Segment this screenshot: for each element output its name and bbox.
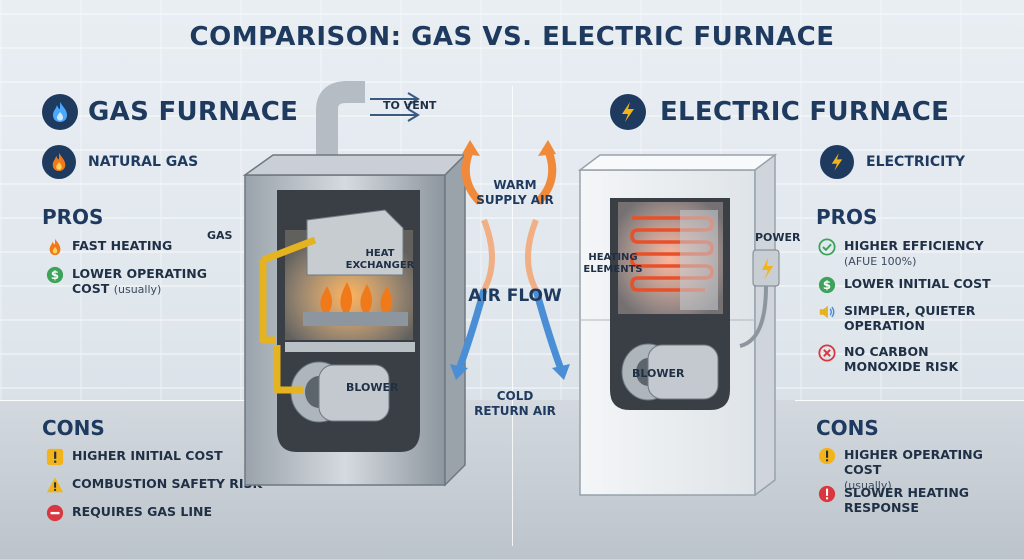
electric-con-text: SLOWER HEATING RESPONSE [844, 485, 970, 515]
gas-con-text: COMBUSTION SAFETY RISK [72, 476, 263, 491]
natural-gas-flame-icon [42, 145, 76, 179]
gas-con-text: HIGHER INITIAL COST [72, 448, 223, 463]
gas-furnace-illustration [242, 81, 467, 487]
electricity-bolt-icon [820, 145, 854, 179]
gas-con-item: HIGHER INITIAL COST [46, 448, 223, 466]
gas-heading: GAS FURNACE [88, 97, 299, 127]
electric-cons-heading: CONS [816, 416, 879, 440]
gas-fuel-label: NATURAL GAS [88, 154, 199, 170]
electric-con-item: SLOWER HEATING RESPONSE [818, 485, 994, 515]
electric-pro-item: HIGHER EFFICIENCY(AFUE 100%) [818, 238, 1014, 269]
electric-heading-row: ELECTRIC FURNACE [610, 94, 949, 130]
exclamation-icon [818, 485, 836, 503]
gas-pro-item: FAST HEATING [46, 238, 172, 256]
warm-air-label: WARM SUPPLY AIR [476, 178, 554, 207]
check-icon [818, 238, 836, 256]
burner-flames [320, 282, 393, 312]
x-icon [818, 344, 836, 362]
electric-con-item: HIGHER OPERATING COST(usually) [818, 447, 1024, 493]
electric-pro-text: NO CARBON MONOXIDE RISK [844, 344, 959, 374]
gas-pro-text: FAST HEATING [72, 238, 173, 253]
electric-pro-text: HIGHER EFFICIENCY(AFUE 100%) [844, 238, 984, 268]
page-title: COMPARISON: GAS VS. ELECTRIC FURNACE [189, 22, 835, 52]
gas-cons-divider [0, 400, 250, 401]
air-flow-arrows [450, 140, 570, 380]
cold-air-label: COLD RETURN AIR [474, 389, 556, 418]
svg-text:$: $ [823, 278, 831, 292]
electric-pro-item: $ LOWER INITIAL COST [818, 276, 991, 294]
electric-pro-item: NO CARBON MONOXIDE RISK [818, 344, 994, 374]
exclamation-icon [46, 448, 64, 466]
gas-con-item: REQUIRES GAS LINE [46, 504, 212, 522]
dollar-icon: $ [818, 276, 836, 294]
electric-pros-heading: PROS [816, 205, 878, 229]
electric-furnace-illustration [577, 153, 780, 497]
vent-label: TO VENT [383, 99, 437, 112]
center-divider [512, 86, 513, 546]
heat-exchanger-label: HEAT EXCHANGER [345, 248, 415, 271]
heating-elements-label: HEATING ELEMENTS [583, 252, 643, 275]
gas-heading-row: GAS FURNACE [42, 94, 298, 130]
gas-flame-icon [42, 94, 78, 130]
gas-con-item: COMBUSTION SAFETY RISK [46, 476, 262, 494]
minus-icon [46, 504, 64, 522]
gas-pros-heading: PROS [42, 205, 104, 229]
vent-arrows-icon [370, 92, 420, 122]
electric-pro-text: LOWER INITIAL COST [844, 276, 991, 291]
gas-blower-label: BLOWER [346, 381, 399, 394]
electric-fuel-label: ELECTRICITY [866, 154, 966, 170]
svg-text:$: $ [51, 268, 59, 282]
speaker-icon [819, 305, 835, 319]
gas-pro-text: LOWER OPERATING COST (usually) [72, 266, 208, 296]
electric-con-text: HIGHER OPERATING COST(usually) [844, 447, 983, 492]
electric-heading: ELECTRIC FURNACE [660, 97, 950, 127]
warning-icon [46, 477, 64, 493]
electric-cons-divider [795, 400, 1024, 401]
gas-fuel-row: NATURAL GAS [42, 145, 198, 179]
exclamation-icon [818, 447, 836, 465]
gas-con-text: REQUIRES GAS LINE [72, 504, 213, 519]
gas-pro-item: $ LOWER OPERATING COST (usually) [46, 266, 222, 297]
power-label: POWER [755, 231, 801, 244]
electric-pro-text: SIMPLER, QUIETER OPERATION [844, 303, 976, 333]
flame-icon [49, 238, 61, 256]
dollar-icon: $ [46, 266, 64, 284]
lightning-bolt-icon [610, 94, 646, 130]
gas-cons-heading: CONS [42, 416, 105, 440]
gas-pipe-label: GAS [207, 229, 233, 242]
electric-pro-item: SIMPLER, QUIETER OPERATION [818, 303, 994, 333]
electric-blower-label: BLOWER [632, 367, 685, 380]
electric-fuel-row: ELECTRICITY [820, 145, 965, 179]
air-flow-label: AIR FLOW [468, 286, 562, 306]
